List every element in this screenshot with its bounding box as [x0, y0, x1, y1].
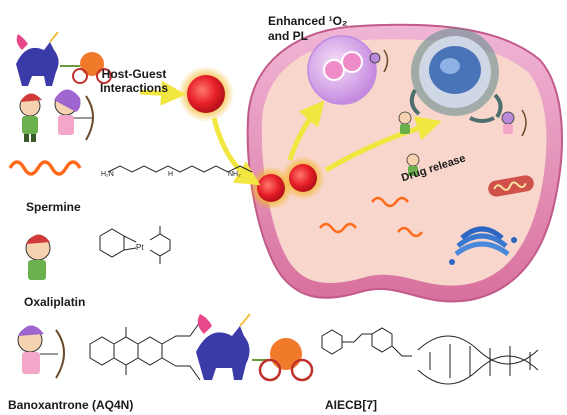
oxaliplatin-structure [99, 226, 171, 264]
spermine-label: Spermine [26, 200, 81, 214]
host-guest-label: Host-Guest Interactions [100, 67, 168, 95]
spermine-wave-icon [8, 160, 82, 176]
archer-girl-icon [369, 49, 527, 137]
spermine-structure: H₂N H NH₂ [101, 165, 253, 178]
golgi-icon [449, 226, 517, 265]
host-guest-line1: Host-Guest [101, 67, 167, 81]
arrows [139, 80, 442, 186]
svg-text:H₂N: H₂N [101, 171, 114, 178]
svg-text:H: H [168, 171, 173, 178]
pt-symbol: Pt [136, 243, 144, 252]
boy-character-icon [398, 111, 420, 176]
archer-girl-icon [17, 325, 65, 379]
boy-character-icon [25, 234, 51, 280]
nanoparticle-internalized-2 [281, 156, 325, 200]
arrow-drug-release [324, 116, 442, 173]
svg-text:NH₂: NH₂ [228, 171, 241, 178]
aiecb-label: AIECB[7] [325, 398, 378, 412]
banoxantrone-label: Banoxantrone (AQ4N) [8, 398, 134, 412]
aiecb-structure [321, 327, 539, 385]
mitochondria-icon [488, 175, 534, 197]
enhanced-line2: and PL [268, 29, 309, 43]
unicorn-carriage-icon [16, 31, 112, 86]
banoxantrone-structure [89, 321, 201, 381]
archer-girl-icon [54, 89, 94, 141]
nanoparticle-free [178, 66, 234, 122]
boy-character-icon [19, 93, 42, 142]
enhanced-label: Enhanced ¹O₂ and PL [268, 14, 347, 44]
enhanced-line1: Enhanced ¹O₂ [268, 14, 348, 28]
arrow-into-cell [211, 117, 261, 186]
enhanced-vesicle [307, 35, 377, 105]
arrow-to-vesicle [287, 100, 325, 161]
arrow-to-nanoparticle [139, 80, 186, 106]
host-guest-line2: Interactions [100, 81, 169, 95]
unicorn-carriage-icon [196, 313, 314, 382]
nucleus-icon [409, 28, 503, 123]
released-drug-waves [319, 196, 423, 238]
oxaliplatin-label: Oxaliplatin [24, 295, 86, 309]
